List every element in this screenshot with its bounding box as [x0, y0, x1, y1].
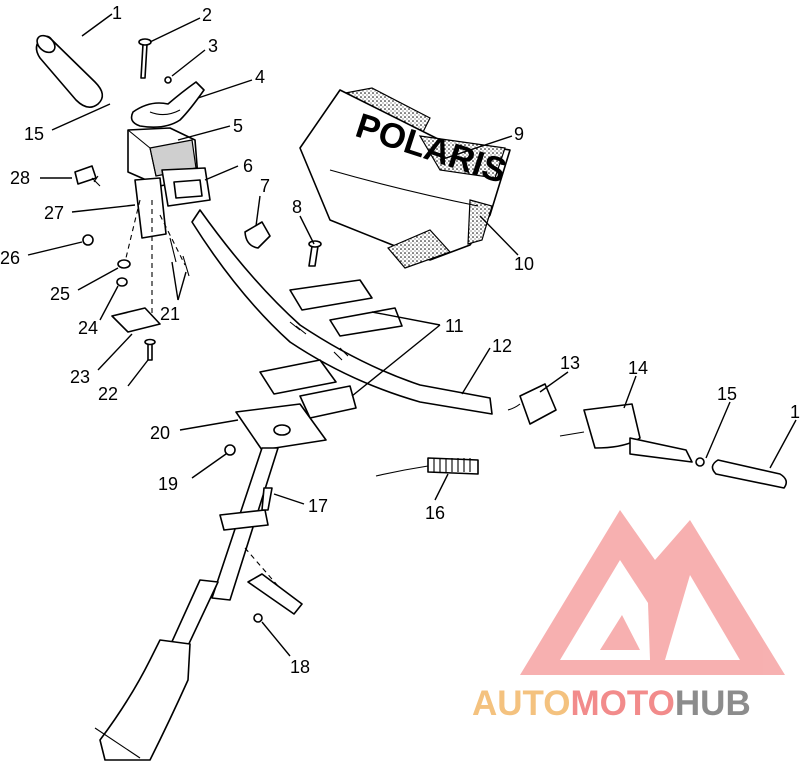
- connector-part: [74, 165, 101, 187]
- part-label-21: 21: [160, 304, 180, 324]
- small-nut-part: [164, 76, 172, 84]
- part-label-28: 28: [10, 168, 30, 188]
- part-label-1-right: 1: [790, 402, 800, 422]
- switch-part: [161, 167, 211, 207]
- watermark-moto: MOTO: [571, 684, 675, 723]
- bolt-part-17: [261, 487, 273, 511]
- part-label-26: 26: [0, 248, 20, 268]
- svg-text:AUTOMOTOHUB: AUTOMOTOHUB: [472, 684, 751, 723]
- part-label-1: 1: [112, 3, 122, 23]
- part-label-6: 6: [243, 156, 253, 176]
- part-label-24: 24: [78, 318, 98, 338]
- switch-part-13: [507, 383, 557, 425]
- part-label-27: 27: [44, 203, 64, 223]
- part-label-12: 12: [492, 336, 512, 356]
- bolt-part-22: [144, 338, 156, 361]
- endcap-part-15b: [695, 457, 705, 467]
- part-label-18: 18: [290, 657, 310, 677]
- part-label-22: 22: [98, 384, 118, 404]
- steering-post: [94, 447, 279, 761]
- handlebar-clamp-lower: [259, 359, 357, 419]
- part-label-2: 2: [202, 5, 212, 25]
- washer-parts: [116, 259, 131, 287]
- watermark-text: AUTOMOTOHUB: [472, 684, 751, 723]
- throttle-lever: [130, 81, 205, 128]
- hand-grip-right: [711, 459, 788, 489]
- part-label-16: 16: [425, 503, 445, 523]
- part-label-3: 3: [208, 36, 218, 56]
- part-label-13: 13: [560, 353, 580, 373]
- watermark-logo: [520, 510, 785, 675]
- hand-grip-left: [35, 34, 104, 108]
- part-label-8: 8: [292, 197, 302, 217]
- part-label-19: 19: [158, 474, 178, 494]
- watermark-auto: AUTO: [472, 684, 571, 723]
- brake-lever-14: [559, 403, 693, 463]
- part-label-9: 9: [514, 124, 524, 144]
- part-label-7: 7: [260, 176, 270, 196]
- part-label-5: 5: [233, 116, 243, 136]
- part-label-10: 10: [514, 254, 534, 274]
- part-labels: 1 2 3 4 15 5 28 6 9 7 27 8 26 10 25 24 2…: [0, 3, 800, 677]
- bolt-part-8: [308, 240, 322, 267]
- part-label-25: 25: [50, 284, 70, 304]
- part-label-20: 20: [150, 423, 170, 443]
- nut-part-26: [82, 234, 94, 246]
- part-label-23: 23: [70, 367, 90, 387]
- hood-cover: POLARIS: [299, 87, 511, 269]
- mount-plate-part: [124, 177, 186, 320]
- part-label-14: 14: [628, 358, 648, 378]
- steering-plate: [235, 403, 327, 451]
- part-label-15: 15: [24, 124, 44, 144]
- part-label-11: 11: [445, 316, 464, 336]
- heater-coil-16: [375, 457, 479, 477]
- pin-part: [138, 38, 152, 79]
- nut-part-19: [224, 444, 236, 456]
- part-label-17: 17: [308, 496, 328, 516]
- part-label-15-right: 15: [717, 384, 737, 404]
- part-label-4: 4: [255, 67, 265, 87]
- clamp-plate-part: [111, 307, 161, 333]
- bushing-part-18: [247, 573, 303, 623]
- leader-lines: [27, 13, 797, 657]
- screw-parts-21: [169, 237, 190, 277]
- handlebar-clamp-upper: [289, 279, 403, 337]
- clip-part: [244, 221, 271, 249]
- watermark-hub: HUB: [675, 684, 751, 723]
